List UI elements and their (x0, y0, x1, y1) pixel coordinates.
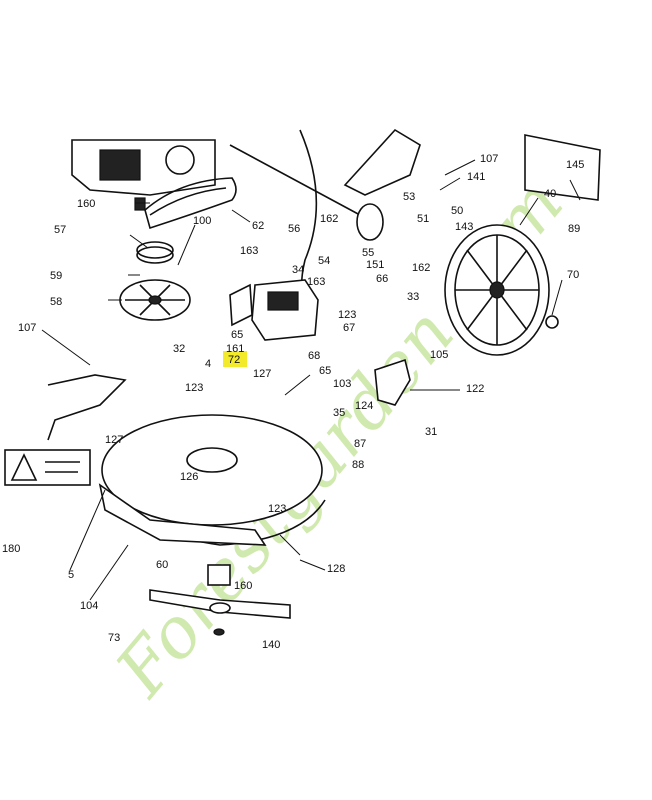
highlighted-callout: 72 (228, 354, 240, 366)
callout: 163 (307, 276, 325, 288)
callout: 128 (327, 563, 345, 575)
callout: 100 (193, 215, 211, 227)
callout: 4 (205, 358, 211, 370)
label-plate (524, 134, 601, 201)
blade (149, 589, 291, 619)
callout: 51 (417, 213, 429, 225)
axle-bracket (374, 358, 411, 406)
callout: 145 (566, 159, 584, 171)
drive-belt (144, 177, 237, 230)
callout: 53 (403, 191, 415, 203)
shaft-rod (229, 144, 361, 216)
callout: 127 (105, 434, 123, 446)
callout: 126 (180, 471, 198, 483)
callout: 160 (77, 198, 95, 210)
callout: 60 (156, 559, 168, 571)
callout: 162 (412, 262, 430, 274)
fan (119, 279, 191, 321)
callout: 89 (568, 223, 580, 235)
callout: 141 (467, 171, 485, 183)
engine (71, 139, 216, 211)
callout: 123 (185, 382, 203, 394)
callout: 35 (333, 407, 345, 419)
callout: 56 (288, 223, 300, 235)
callout: 123 (338, 309, 356, 321)
callout: 107 (480, 153, 498, 165)
callout: 105 (430, 349, 448, 361)
callout: 65 (231, 329, 243, 341)
disc-washer (356, 203, 384, 241)
callout: 65 (319, 365, 331, 377)
blade-adapter (207, 564, 231, 636)
height-adjuster (47, 374, 127, 441)
discharge-chute (343, 128, 421, 196)
callout: 34 (292, 264, 304, 276)
callout: 5 (68, 569, 74, 581)
callout: 67 (343, 322, 355, 334)
rear-wheel (444, 224, 550, 356)
callout: 70 (567, 269, 579, 281)
callout: 122 (466, 383, 484, 395)
callout: 33 (407, 291, 419, 303)
side-skirt (98, 483, 267, 546)
callout: 123 (268, 503, 286, 515)
leader-lines (41, 159, 581, 601)
callout: 124 (355, 400, 373, 412)
callout: 127 (253, 368, 271, 380)
callout: 87 (354, 438, 366, 450)
callout: 88 (352, 459, 364, 471)
callout: 107 (18, 322, 36, 334)
highlight-box (223, 351, 247, 367)
gearbox (229, 279, 319, 341)
callout: 143 (455, 221, 473, 233)
callout: 180 (2, 543, 20, 555)
callout: 50 (451, 205, 463, 217)
callout-labels: 107 141 145 53 51 50 143 40 89 160 100 6… (2, 153, 584, 651)
callout: 163 (240, 245, 258, 257)
warning-decal (4, 449, 91, 486)
callout: 140 (262, 639, 280, 651)
callout: 72 (228, 354, 240, 366)
callout: 40 (544, 188, 556, 200)
callout: 68 (308, 350, 320, 362)
callout: 57 (54, 224, 66, 236)
callout: 161 (226, 343, 244, 355)
callout: 104 (80, 600, 98, 612)
callout: 62 (252, 220, 264, 232)
callout: 160 (234, 580, 252, 592)
callout: 58 (50, 296, 62, 308)
callout: 151 (366, 259, 384, 271)
callout: 103 (333, 378, 351, 390)
callout: 32 (173, 343, 185, 355)
callout: 59 (50, 270, 62, 282)
callout: 162 (320, 213, 338, 225)
wheel-cap (545, 315, 559, 329)
callout: 54 (318, 255, 330, 267)
callout: 31 (425, 426, 437, 438)
callout: 73 (108, 632, 120, 644)
pulley (136, 241, 174, 264)
callout: 55 (362, 247, 374, 259)
callout: 66 (376, 273, 388, 285)
